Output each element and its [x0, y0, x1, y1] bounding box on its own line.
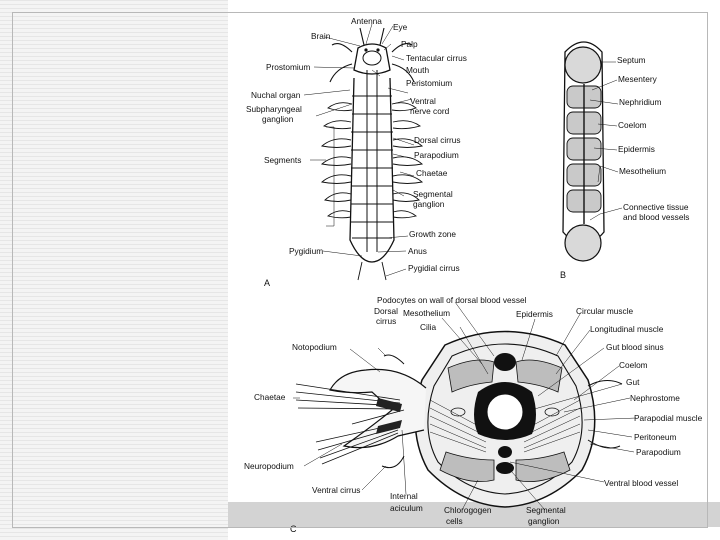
- label-dorsal-cirrus: Dorsal cirrus: [414, 135, 461, 145]
- label-anus: Anus: [408, 246, 427, 256]
- panel-a-worm-diagram: A: [264, 23, 424, 288]
- label-peritoneum: Peritoneum: [634, 432, 677, 442]
- label-parapodium-c: Parapodium: [636, 447, 681, 457]
- label-coelom-c: Coelom: [619, 360, 648, 370]
- label-segmental-c: Segmental: [526, 505, 566, 515]
- label-prostomium: Prostomium: [266, 62, 310, 72]
- label-mesentery: Mesentery: [618, 74, 658, 84]
- label-brain: Brain: [311, 31, 331, 41]
- label-mesothelium-b: Mesothelium: [619, 166, 666, 176]
- label-mesothelium-c: Mesothelium: [403, 308, 450, 318]
- label-chaetae: Chaetae: [416, 168, 448, 178]
- label-palp: Palp: [401, 39, 418, 49]
- label-septum: Septum: [617, 55, 646, 65]
- label-gut: Gut: [626, 377, 640, 387]
- panel-a-letter: A: [264, 278, 270, 288]
- label-pygidium: Pygidium: [289, 246, 323, 256]
- label-chaetae-c: Chaetae: [254, 392, 286, 402]
- label-nerve-cord: nerve cord: [410, 106, 450, 116]
- panel-b-letter: B: [560, 270, 566, 280]
- label-gut-blood-sinus: Gut blood sinus: [606, 342, 664, 352]
- decorative-side-panel: [0, 0, 228, 540]
- label-cells: cells: [446, 516, 463, 526]
- label-segmental: Segmental: [413, 189, 453, 199]
- label-podocytes: Podocytes on wall of dorsal blood vessel: [377, 295, 527, 305]
- label-cirrus-c: cirrus: [376, 316, 396, 326]
- label-mouth: Mouth: [406, 65, 429, 75]
- label-peristomium: Peristomium: [406, 78, 452, 88]
- label-neuropodium: Neuropodium: [244, 461, 294, 471]
- label-subpharyngeal: Subpharyngeal: [246, 104, 302, 114]
- label-ganglion: ganglion: [262, 114, 294, 124]
- label-eye: Eye: [393, 22, 408, 32]
- label-ganglion-c: ganglion: [528, 516, 560, 526]
- panel-b-section-diagram: B: [560, 41, 623, 280]
- label-ventral-cirrus: Ventral cirrus: [312, 485, 360, 495]
- label-growth-zone: Growth zone: [409, 229, 456, 239]
- panel-c-labels: Podocytes on wall of dorsal blood vessel…: [244, 295, 703, 534]
- panel-b-labels: Septum Mesentery Nephridium Coelom Epide…: [617, 55, 689, 222]
- label-epidermis-c: Epidermis: [516, 309, 553, 319]
- label-notopodium: Notopodium: [292, 342, 337, 352]
- panel-a-labels: Antenna Eye Brain Palp Tentacular cirrus…: [246, 16, 467, 273]
- label-ventral: Ventral: [410, 96, 436, 106]
- label-segments: Segments: [264, 155, 301, 165]
- label-tentacular-cirrus: Tentacular cirrus: [406, 53, 467, 63]
- label-epidermis-b: Epidermis: [618, 144, 655, 154]
- label-cilia: Cilia: [420, 322, 437, 332]
- label-ventral-blood-vessel: Ventral blood vessel: [604, 478, 678, 488]
- label-aciculum: aciculum: [390, 503, 423, 513]
- label-parapodium: Parapodium: [414, 150, 459, 160]
- label-nephridium: Nephridium: [619, 97, 662, 107]
- label-parapodial-muscle: Parapodial muscle: [634, 413, 703, 423]
- label-blood-vessels: and blood vessels: [623, 212, 689, 222]
- bottom-band: [228, 502, 720, 527]
- label-antenna: Antenna: [351, 16, 382, 26]
- panel-c-letter: C: [290, 524, 297, 534]
- label-chlorogogen: Chlorogogen: [444, 505, 492, 515]
- label-pygidial-cirrus: Pygidial cirrus: [408, 263, 460, 273]
- label-segmental-ganglion: ganglion: [413, 199, 445, 209]
- label-internal: Internal: [390, 491, 418, 501]
- label-nuchal-organ: Nuchal organ: [251, 90, 301, 100]
- label-connective-tissue: Connective tissue: [623, 202, 689, 212]
- label-longitudinal-muscle: Longitudinal muscle: [590, 324, 664, 334]
- label-circular-muscle: Circular muscle: [576, 306, 634, 316]
- label-dorsal-c: Dorsal: [374, 306, 398, 316]
- panel-c-cross-section-diagram: [293, 301, 637, 511]
- label-coelom-b: Coelom: [618, 120, 647, 130]
- label-nephrostome: Nephrostome: [630, 393, 680, 403]
